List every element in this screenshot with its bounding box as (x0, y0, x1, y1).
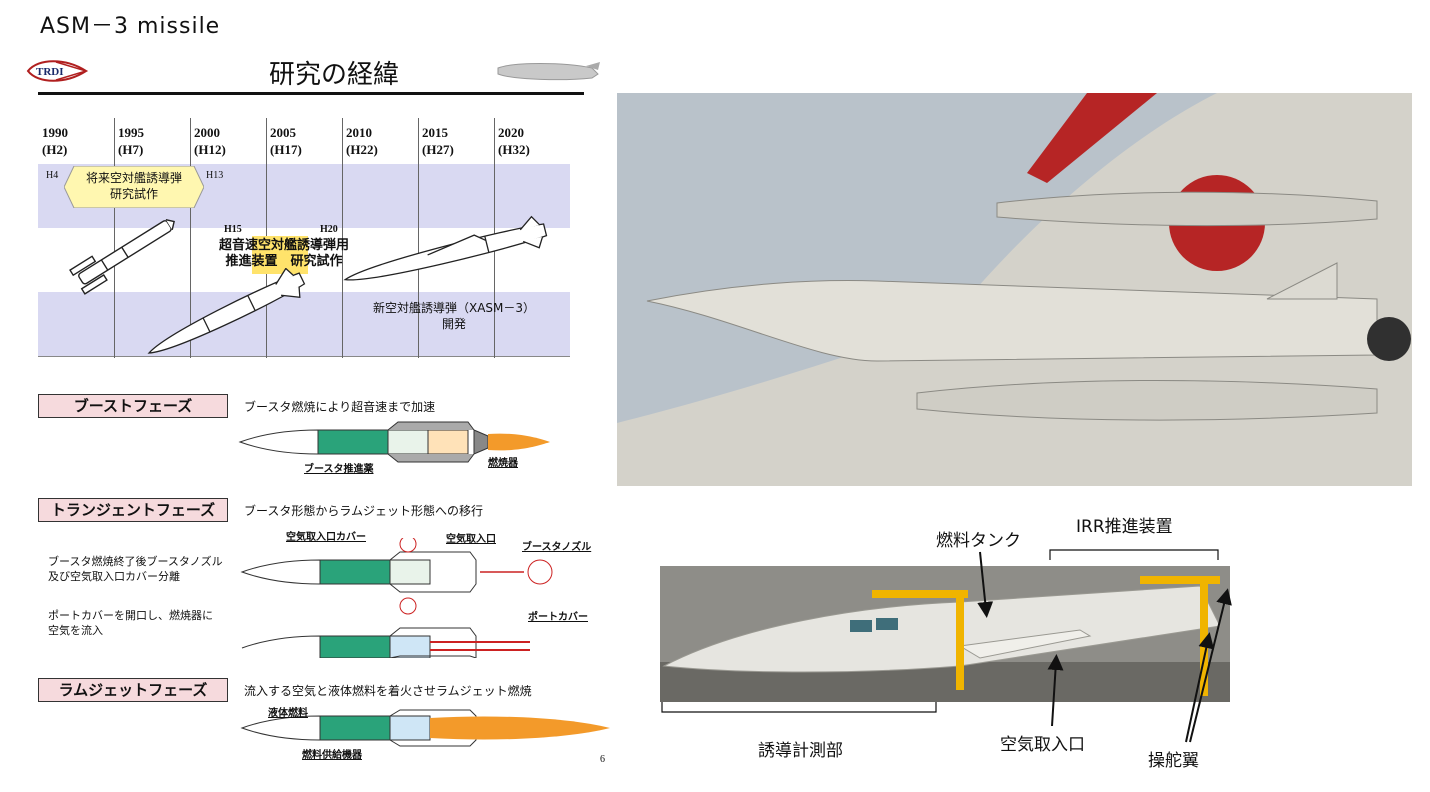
callout-port-cover: ポートカバー (528, 612, 588, 623)
title-rule (38, 92, 584, 95)
boost-phase-desc: ブースタ燃焼により超音速まで加速 (244, 400, 436, 414)
timeline-band (38, 292, 570, 356)
ramjet-diagram (240, 709, 610, 747)
year-2020: 2020(H32) (498, 125, 530, 157)
boost-phase-label: ブーストフェーズ (38, 394, 228, 418)
transient-note-2: ポートカバーを開口し、燃焼器に空気を流入 (48, 609, 213, 637)
note-h4: H4 (46, 170, 59, 181)
label-fuel-tank: 燃料タンク (936, 531, 1021, 551)
callout-inlet: 空気取入口 (446, 534, 496, 545)
trdi-logo: TRDI (26, 60, 88, 82)
slide-title: 研究の経緯 (268, 60, 399, 90)
research-history-slide: TRDI 研究の経緯 1990(H2) 1995(H7) 2000(H12) 2… (26, 44, 610, 766)
callout-combustor: 燃焼器 (488, 458, 518, 469)
label-control-fins: 操舵翼 (1148, 751, 1199, 771)
note-h15: H15 (224, 224, 242, 235)
transient-phase-label: トランジェントフェーズ (38, 498, 228, 522)
label-irr-propulsion: IRR推進装置 (1076, 517, 1173, 537)
callout-fuel-supply: 燃料供給機器 (302, 750, 362, 761)
logo-text: TRDI (36, 66, 64, 78)
transient-phase-desc: ブースタ形態からラムジェット形態への移行 (244, 504, 484, 518)
ramjet-missile-sketch (147, 268, 306, 354)
slide-page-number: 6 (600, 754, 605, 765)
callout-booster-propellant: ブースタ推進薬 (304, 464, 374, 475)
callout-liquid-fuel: 液体燃料 (268, 708, 308, 719)
aircraft-missile-photo (617, 93, 1412, 486)
transient-note-1: ブースタ燃焼終了後ブースタノズル及び空気取入口カバー分離 (48, 555, 223, 583)
callout-booster-nozzle: ブースタノズル (522, 542, 592, 553)
timeline-chart: 1990(H2) 1995(H7) 2000(H12) 2005(H17) 20… (38, 118, 570, 358)
program2-label: 超音速空対艦誘導弾用推進装置 研究試作 (218, 238, 349, 269)
year-1995: 1995(H7) (118, 125, 144, 157)
transient-diagram (240, 538, 553, 658)
year-2015: 2015(H27) (422, 125, 454, 157)
missile-display-figure: 燃料タンク IRR推進装置 誘導計測部 空気取入口 操舵翼 (660, 490, 1244, 780)
note-h20: H20 (320, 224, 338, 235)
boost-diagram (238, 421, 550, 463)
callout-inlet-cover: 空気取入口カバー (286, 532, 366, 543)
label-air-inlet: 空気取入口 (1000, 735, 1085, 755)
program3-label: 新空対艦誘導弾（XASM－3）開発 (372, 301, 536, 331)
year-2005: 2005(H17) (270, 125, 302, 157)
ramjet-phase-desc: 流入する空気と液体燃料を着火させラムジェット燃焼 (244, 684, 532, 698)
year-2010: 2010(H22) (346, 125, 378, 157)
label-guidance-section: 誘導計測部 (758, 741, 843, 761)
year-2000: 2000(H12) (194, 125, 226, 157)
early-missile-sketch (69, 218, 175, 295)
page-title: ASM－3 missile (40, 14, 221, 39)
annotation-lines (661, 549, 1232, 743)
note-h13: H13 (206, 170, 224, 181)
xasm3-missile-sketch (343, 215, 548, 281)
missile-display-photo (660, 566, 1230, 702)
missile-thumbnail (497, 62, 600, 81)
program1-label: 将来空対艦誘導弾研究試作 (85, 171, 182, 201)
ramjet-phase-label: ラムジェットフェーズ (38, 678, 228, 702)
program1-hexagon (64, 166, 204, 208)
year-1990: 1990(H2) (42, 125, 68, 157)
